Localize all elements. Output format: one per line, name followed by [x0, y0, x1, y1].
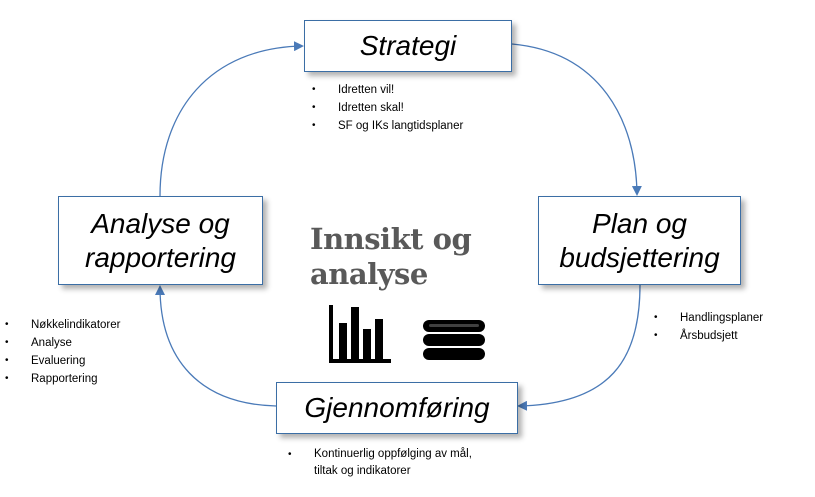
stage-analyse-og-rapportering: Analyse og rapportering	[58, 196, 263, 285]
arrow-gjennomforing-to-analyse	[155, 285, 277, 407]
database-icon	[423, 320, 485, 360]
gjennomforing-bullet-list: Kontinuerlig oppfølging av mål, tiltak o…	[288, 446, 498, 480]
stage-strategi: Strategi	[304, 20, 512, 72]
list-item: Idretten skal!	[312, 99, 463, 117]
list-item: Kontinuerlig oppfølging av mål, tiltak o…	[288, 446, 498, 480]
arrow-plan-to-gjennomforing	[517, 284, 641, 411]
list-item: Rapportering	[5, 370, 120, 388]
stage-gjennomforing: Gjennomføring	[276, 382, 518, 434]
list-item: Handlingsplaner	[654, 309, 763, 327]
list-item: SF og IKs langtidsplaner	[312, 117, 463, 135]
list-item: Idretten vil!	[312, 81, 463, 99]
center-title: Innsikt og analyse	[310, 222, 472, 291]
stage-plan-label: Plan og budsjettering	[559, 207, 720, 273]
strategi-bullet-list: Idretten vil! Idretten skal! SF og IKs l…	[312, 81, 463, 135]
stage-plan-og-budsjettering: Plan og budsjettering	[538, 196, 741, 285]
list-item: Evaluering	[5, 352, 120, 370]
stage-gjennomforing-label: Gjennomføring	[304, 392, 490, 423]
list-item: Årsbudsjett	[654, 327, 763, 345]
analyse-bullet-list: Nøkkelindikatorer Analyse Evaluering Rap…	[5, 316, 120, 388]
bar-chart-icon	[329, 305, 391, 363]
stage-analyse-label: Analyse og rapportering	[85, 207, 236, 273]
list-item: Nøkkelindikatorer	[5, 316, 120, 334]
arrow-analyse-to-strategi	[159, 41, 304, 197]
plan-bullet-list: Handlingsplaner Årsbudsjett	[654, 309, 763, 345]
list-item: Analyse	[5, 334, 120, 352]
stage-strategi-label: Strategi	[359, 30, 457, 61]
arrow-strategi-to-plan	[511, 43, 642, 196]
